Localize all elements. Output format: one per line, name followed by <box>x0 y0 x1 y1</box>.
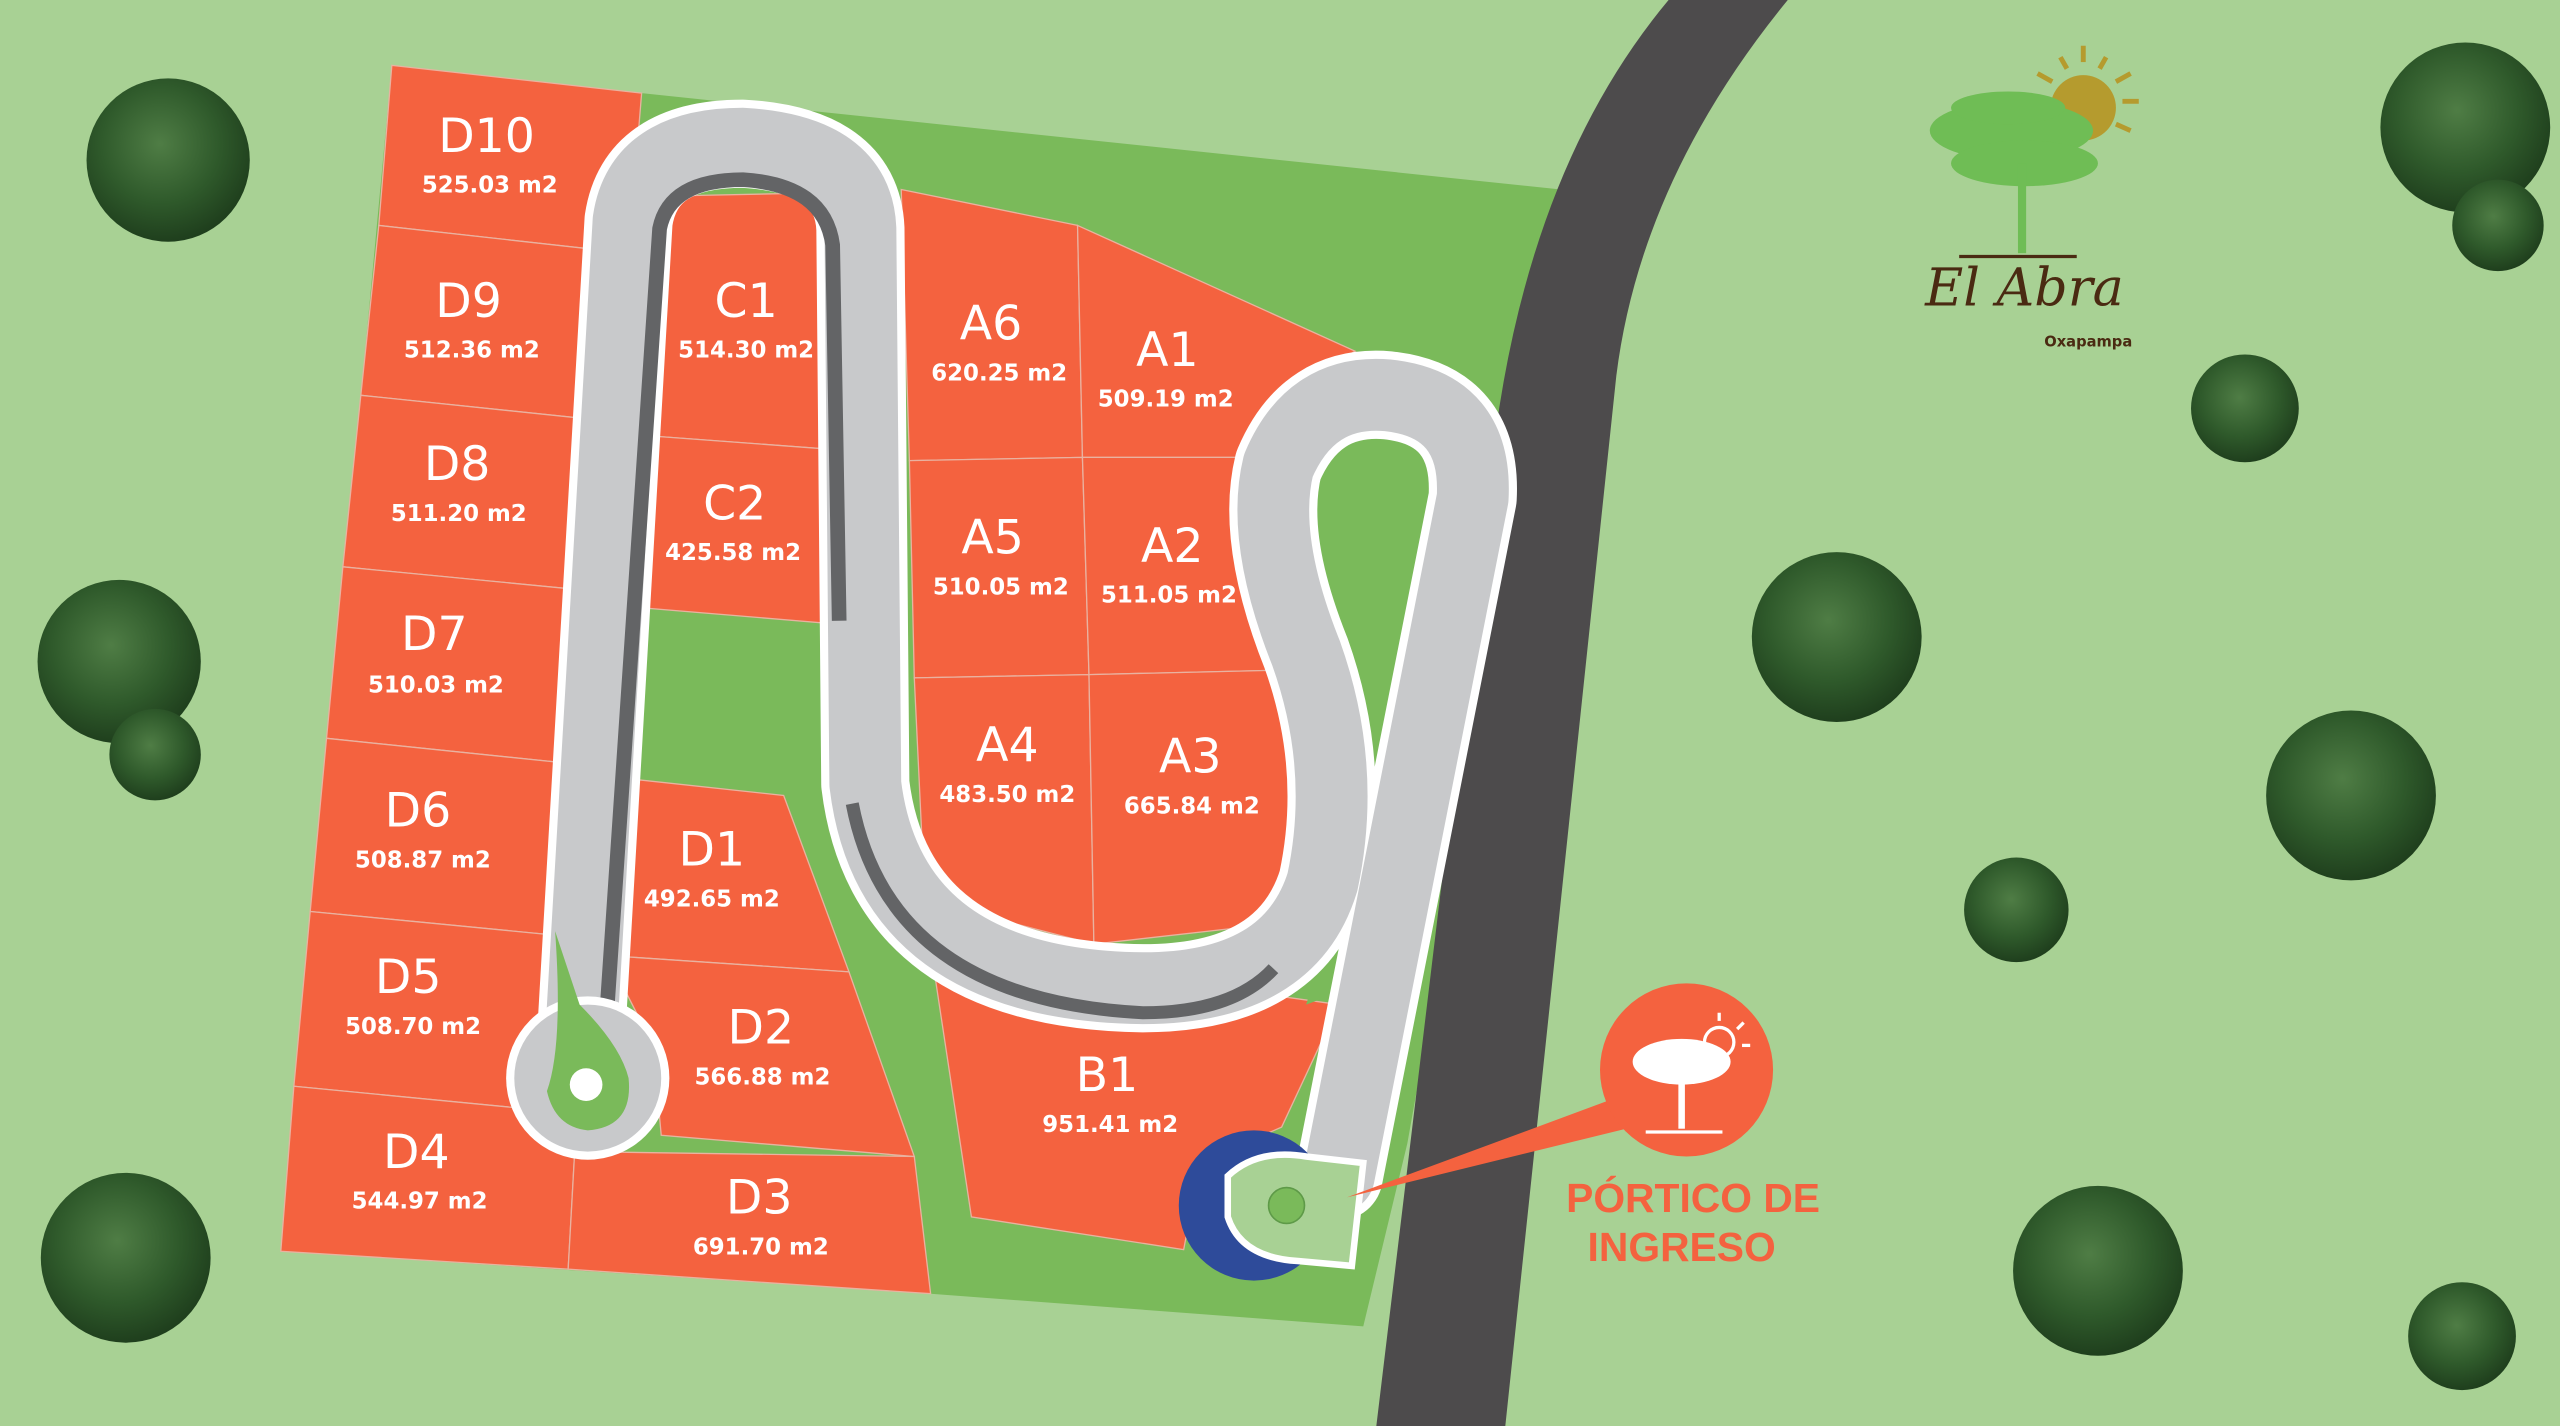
tree-icon <box>1751 552 1922 722</box>
roundabout-center <box>1267 1186 1306 1225</box>
lot-name: A4 <box>976 718 1039 773</box>
lot-area: 510.03 m2 <box>368 673 504 699</box>
cul-de-sac-island <box>546 931 630 1131</box>
lot-d3[interactable] <box>567 1150 932 1295</box>
tree-icon <box>86 78 250 242</box>
lot-area: 511.05 m2 <box>1101 583 1237 609</box>
internal-road <box>535 99 1517 1221</box>
lot-name: D9 <box>435 274 502 329</box>
lot-area: 665.84 m2 <box>1124 793 1260 819</box>
highway <box>1376 0 1788 1426</box>
lot-name: A6 <box>960 297 1023 352</box>
lot-name: D10 <box>438 109 535 164</box>
lot-name: A3 <box>1159 730 1222 785</box>
tree-icon <box>109 708 201 801</box>
lot-name: D8 <box>424 437 491 492</box>
entrance-label-line2: INGRESO <box>1588 1224 1776 1270</box>
lot-area: 951.41 m2 <box>1042 1112 1178 1138</box>
lot-name: D2 <box>728 1001 795 1056</box>
tree-icon <box>2266 710 2436 881</box>
tree-icon <box>37 579 201 744</box>
lot-labels: D10 525.03 m2 D9 512.36 m2 D8 511.20 m2 … <box>345 109 1260 1261</box>
el-abra-logo: El Abra Oxapampa <box>1924 45 2139 350</box>
tree-icon <box>2013 1185 2183 1356</box>
logo-subtitle: Oxapampa <box>2044 333 2132 350</box>
entrance-label-line1: PÓRTICO DE <box>1566 1175 1820 1221</box>
lot-area: 425.58 m2 <box>665 540 801 566</box>
lot-area: 508.87 m2 <box>355 847 491 873</box>
lot-name: D7 <box>401 607 468 662</box>
lot-name: D5 <box>375 950 442 1005</box>
lot-area: 508.70 m2 <box>345 1014 481 1040</box>
lot-area: 514.30 m2 <box>678 338 814 364</box>
cul-de-sac-dot <box>569 1068 603 1101</box>
lot-name: D4 <box>383 1125 450 1180</box>
lot-area: 492.65 m2 <box>644 887 780 913</box>
lot-area: 511.20 m2 <box>391 501 527 527</box>
tree-icon <box>2191 354 2299 463</box>
tree-logo-icon <box>1929 91 2098 254</box>
logo-title: El Abra <box>1924 258 2124 318</box>
road-inner-lane <box>600 172 847 1006</box>
lot-name: A2 <box>1141 519 1204 574</box>
road-outer-lane <box>845 802 1279 1020</box>
tree-icon <box>2380 42 2551 213</box>
lot-name: B1 <box>1076 1048 1139 1103</box>
lot-area: 483.50 m2 <box>939 782 1075 808</box>
lot-area: 691.70 m2 <box>693 1234 829 1260</box>
lot-a5[interactable] <box>908 456 1090 679</box>
tree-icon <box>2408 1282 2516 1391</box>
lot-name: C1 <box>715 274 778 329</box>
entrance-pointer <box>1346 1097 1633 1198</box>
lot-a4[interactable] <box>913 673 1095 945</box>
lot-area: 510.05 m2 <box>933 575 1069 601</box>
lot-area: 525.03 m2 <box>422 173 558 199</box>
lot-name: D3 <box>726 1171 793 1226</box>
lot-name: A1 <box>1136 323 1199 378</box>
lot-name: C2 <box>703 476 766 531</box>
lot-area: 509.19 m2 <box>1098 387 1234 413</box>
lot-area: 512.36 m2 <box>404 338 540 364</box>
tree-sun-icon <box>1632 1012 1751 1134</box>
lot-area: 566.88 m2 <box>695 1065 831 1091</box>
lot-name: A5 <box>961 511 1024 566</box>
lot-name: D1 <box>679 823 746 878</box>
lot-area: 544.97 m2 <box>352 1189 488 1215</box>
tree-icon <box>2452 179 2544 272</box>
lot-area: 620.25 m2 <box>931 361 1067 387</box>
lot-name: D6 <box>385 783 452 838</box>
trees <box>37 42 2551 1391</box>
loop-green-island <box>1306 426 1438 1005</box>
tree-icon <box>1964 857 2069 963</box>
lots-layer <box>280 64 1357 1295</box>
tree-icon <box>40 1172 211 1343</box>
